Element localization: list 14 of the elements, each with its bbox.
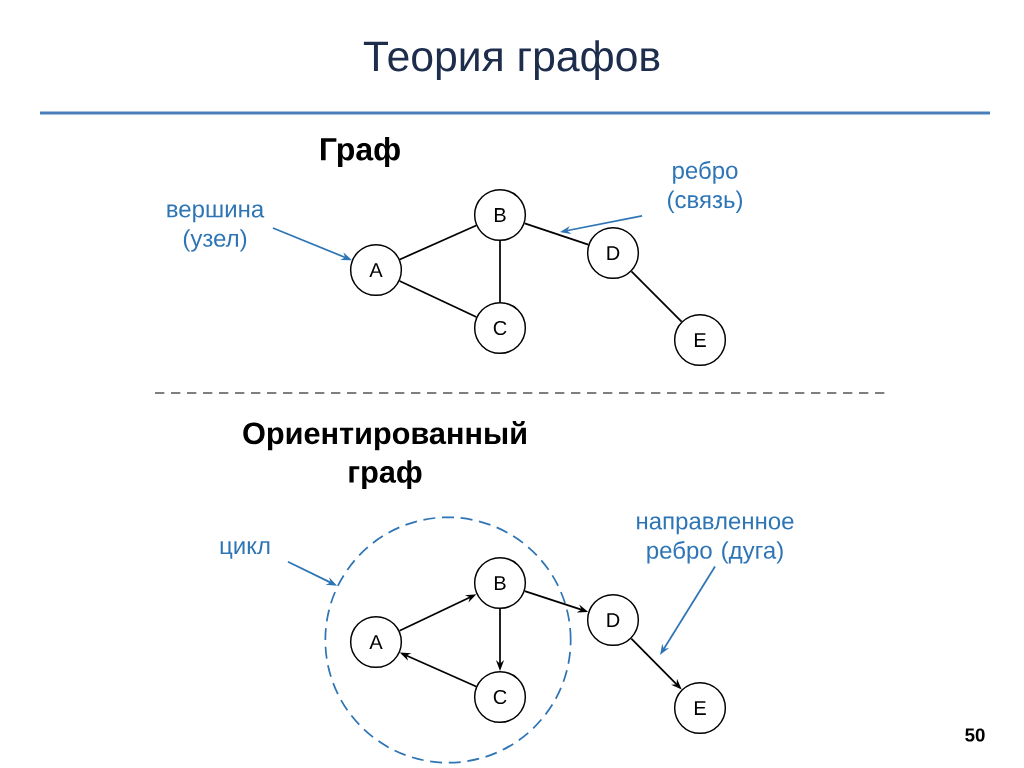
- edge-line: [398, 224, 478, 261]
- edge-line: [630, 270, 683, 323]
- slide-title: Теория графов: [363, 40, 660, 80]
- callout-text: вершина (узел): [167, 204, 265, 252]
- edge-line: [523, 222, 590, 246]
- callout-text: направленное ребро (дуга): [637, 516, 794, 564]
- callout-text: цикл: [220, 541, 270, 559]
- edge-line: [398, 280, 478, 318]
- page-number: 50: [965, 728, 985, 742]
- section-heading: Граф: [321, 137, 400, 167]
- callout-text: ребро (связь): [668, 161, 742, 213]
- section-heading: Ориентированный граф: [243, 421, 526, 489]
- edge-line: [499, 240, 501, 303]
- cycle-circle: [324, 516, 572, 764]
